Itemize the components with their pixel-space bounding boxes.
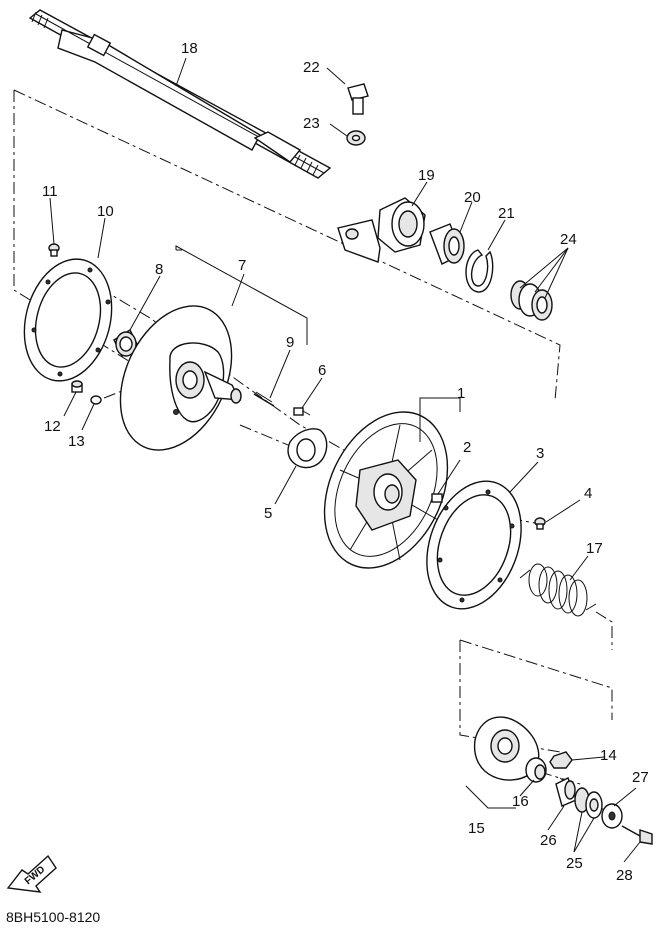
callout-11: 11	[42, 183, 58, 200]
collar-part-26	[555, 777, 577, 807]
bolt-part-22	[347, 83, 369, 115]
bolt-part-2	[431, 493, 443, 503]
callout-13: 13	[68, 433, 85, 450]
callout-4: 4	[584, 485, 592, 502]
screw-part-4	[534, 517, 546, 530]
catalog-code: 8BH5100-8120	[6, 909, 100, 925]
callout-7: 7	[238, 257, 246, 274]
callout-22: 22	[303, 59, 320, 76]
screw-part-11	[48, 243, 60, 257]
callout-8: 8	[155, 261, 163, 278]
movable-sheave-part-1	[323, 411, 449, 569]
callout-25: 25	[566, 855, 583, 872]
callout-26: 26	[540, 832, 557, 849]
ring-plate-part-10	[23, 258, 113, 382]
callout-27: 27	[632, 769, 649, 786]
ring-plate-part-3	[426, 480, 522, 610]
bearing-housing-part-19	[337, 197, 426, 263]
bushing-part-16	[525, 757, 547, 783]
callout-23: 23	[303, 115, 320, 132]
callout-15: 15	[468, 820, 485, 837]
bearing-part-20	[429, 223, 465, 265]
callout-18: 18	[181, 40, 198, 57]
callout-14: 14	[600, 747, 617, 764]
gasket-part-5	[287, 428, 328, 469]
fixed-sheave-part-7	[119, 305, 242, 451]
washer-part-23	[346, 130, 366, 146]
spring-part-17	[519, 563, 597, 617]
bushing-part-8	[113, 328, 139, 358]
stud-part-9	[253, 391, 275, 407]
forward-arrow-icon: FWD	[6, 854, 57, 893]
bolt-part-28	[621, 825, 653, 845]
callout-9: 9	[286, 334, 294, 351]
callout-19: 19	[418, 167, 435, 184]
callout-3: 3	[536, 445, 544, 462]
callout-21: 21	[498, 205, 515, 222]
callout-10: 10	[97, 203, 114, 220]
washer-part-27	[601, 803, 623, 829]
callout-28: 28	[616, 867, 633, 884]
nut-part-14	[549, 751, 573, 769]
circlip-part-21	[465, 249, 494, 293]
callout-labels: 18 22 23 19 20 21 24 11 10 8 7 9 6 12 13…	[42, 40, 649, 884]
bolt-part-6	[293, 407, 311, 416]
washer-part-13	[90, 395, 102, 405]
callout-6: 6	[318, 362, 326, 379]
bushing-set-part-24	[510, 280, 553, 321]
callout-12: 12	[44, 418, 61, 435]
callout-5: 5	[264, 505, 272, 522]
cover-part-15	[474, 716, 540, 781]
leader-lines	[49, 57, 641, 863]
washer-set-part-25	[574, 787, 603, 819]
callout-17: 17	[586, 540, 603, 557]
callout-16: 16	[512, 793, 529, 810]
bolt-part-12	[71, 380, 83, 393]
callout-24: 24	[560, 231, 577, 248]
callout-2: 2	[463, 439, 471, 456]
shaft-part-18	[28, 9, 332, 179]
callout-1: 1	[457, 385, 465, 402]
callout-20: 20	[464, 189, 481, 206]
